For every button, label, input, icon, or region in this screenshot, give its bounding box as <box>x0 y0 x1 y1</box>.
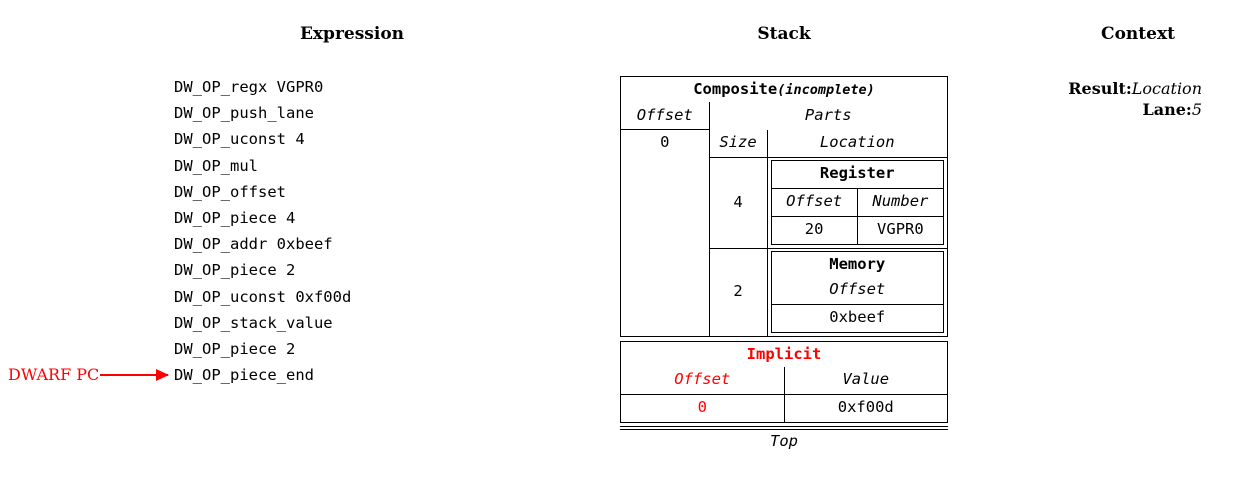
arrow-right-icon <box>100 369 170 381</box>
context-row-result: Result:Location <box>940 78 1202 99</box>
column-heading-expression: Expression <box>299 24 405 44</box>
context-block: Result:Location Lane:5 <box>940 78 1202 120</box>
expression-line: DW_OP_mul <box>174 156 258 175</box>
expression-line: DW_OP_push_lane <box>174 104 314 123</box>
composite-size-header: Size <box>709 129 768 158</box>
memory-title-row: Memory <box>772 252 944 277</box>
expression-listing: DW_OP_regx VGPR0 DW_OP_push_lane DW_OP_u… <box>174 74 504 388</box>
register-number-header: Number <box>857 188 943 217</box>
implicit-offset-value: 0 <box>621 394 785 422</box>
composite-title-suffix: (incomplete) <box>777 82 875 98</box>
implicit-value-row: 0 0xf00d <box>621 394 947 422</box>
composite-offset-value: 0 <box>621 129 710 336</box>
composite-part-row: 4 Register Offset <box>621 157 947 249</box>
memory-title: Memory <box>829 255 886 273</box>
register-value-row: 20 VGPR0 <box>771 216 944 244</box>
stack-top-rule <box>620 425 948 430</box>
implicit-value-value: 0xf00d <box>837 398 894 416</box>
composite-title-cell: Composite(incomplete) <box>621 77 947 102</box>
implicit-header-row: Offset Value <box>621 366 947 395</box>
composite-subheader-row: 0 Size Location <box>621 129 947 336</box>
memory-offset-value: 0xbeef <box>829 308 886 326</box>
expression-line: DW_OP_addr 0xbeef <box>174 235 333 254</box>
expression-line: DW_OP_regx VGPR0 <box>174 78 324 96</box>
memory-header-row: Offset <box>771 276 943 305</box>
expression-line: DW_OP_uconst 0xf00d <box>174 287 352 306</box>
dwarf-pc-label: DWARF PC <box>8 365 100 384</box>
composite-title-row: Composite(incomplete) <box>621 77 947 102</box>
location-memory: Memory Offset 0xbeef <box>770 250 944 333</box>
implicit-value-header: Value <box>784 366 947 395</box>
column-heading-context: Context <box>1101 24 1175 44</box>
location-register: Register Offset Number 20 VGPR0 <box>770 159 944 245</box>
stack-entry-implicit: Implicit Offset Value 0 0xf00d <box>620 340 948 423</box>
implicit-offset-header: Offset <box>621 366 785 395</box>
register-offset-header: Offset <box>771 188 858 217</box>
register-title-row: Register <box>771 160 943 189</box>
composite-title: Composite <box>693 80 778 98</box>
stack-entry-composite: Composite(incomplete) Offset Parts 0 Siz… <box>620 76 948 337</box>
column-heading-stack: Stack <box>757 24 811 44</box>
expression-line: DW_OP_piece 2 <box>174 261 296 280</box>
implicit-title-row: Implicit <box>621 342 947 367</box>
implicit-title: Implicit <box>746 345 822 363</box>
part-location-cell: Register Offset Number 20 VGPR0 <box>767 157 947 249</box>
register-title: Register <box>771 160 943 189</box>
dwarf-pc-marker: DWARF PC <box>8 364 170 386</box>
expression-line: DW_OP_piece_end <box>174 366 314 385</box>
memory-value-row: 0xbeef <box>772 304 944 332</box>
part-size-value: 4 <box>709 157 768 249</box>
stack-top-label: Top <box>770 431 798 450</box>
expression-line: DW_OP_piece 2 <box>174 340 296 359</box>
memory-offset-header: Offset <box>771 276 943 305</box>
context-key: Result: <box>1068 79 1132 98</box>
register-offset-value: 20 <box>771 216 858 244</box>
composite-offset-header: Offset <box>621 102 710 130</box>
composite-part-row: 2 Memory Offset <box>621 248 947 336</box>
register-number-value: VGPR0 <box>877 220 924 238</box>
register-header-row: Offset Number <box>771 188 943 217</box>
composite-header-row: Offset Parts <box>621 102 947 130</box>
expression-line: DW_OP_stack_value <box>174 313 333 332</box>
composite-location-header: Location <box>767 129 947 158</box>
composite-parts-header: Parts <box>804 105 852 124</box>
context-row-lane: Lane:5 <box>940 99 1202 120</box>
expression-line: DW_OP_uconst 4 <box>174 130 305 149</box>
part-location-cell: Memory Offset 0xbeef <box>767 248 947 336</box>
part-size-value: 2 <box>709 248 768 336</box>
stack-diagram: Composite(incomplete) Offset Parts 0 Siz… <box>620 76 948 451</box>
expression-line: DW_OP_offset <box>174 182 286 201</box>
context-value: 5 <box>1191 100 1202 119</box>
context-value: Location <box>1131 79 1202 98</box>
expression-line: DW_OP_piece 4 <box>174 209 296 228</box>
context-key: Lane: <box>1142 100 1192 119</box>
